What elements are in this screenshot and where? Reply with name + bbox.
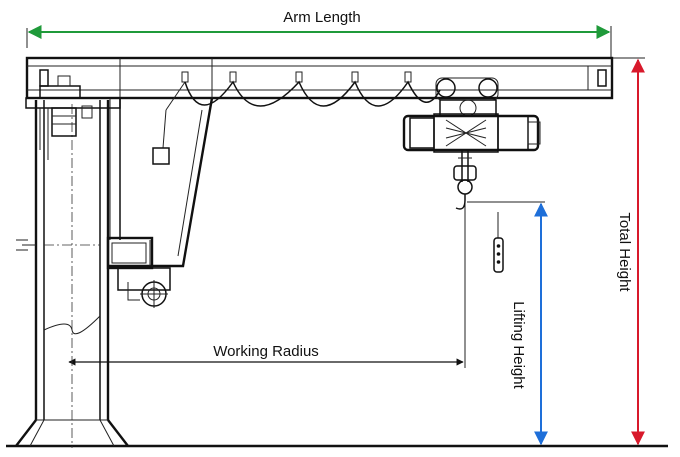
lifting-height-dimension: Lifting Height <box>467 201 548 446</box>
lifting-height-label: Lifting Height <box>510 301 527 389</box>
working-radius-dimension: Working Radius <box>68 202 466 368</box>
arm-length-label: Arm Length <box>283 9 361 26</box>
electric-hoist <box>402 77 541 210</box>
column-pillar <box>15 75 129 448</box>
festoon-cable <box>152 71 441 165</box>
arm-length-dimension: Arm Length <box>26 9 612 58</box>
total-height-dimension: Total Height <box>612 57 645 446</box>
slewing-drive <box>106 236 171 308</box>
arm-support-bracket <box>108 97 214 268</box>
total-height-label: Total Height <box>616 212 633 292</box>
pendant-controller <box>493 212 504 273</box>
working-radius-label: Working Radius <box>213 343 319 360</box>
jib-arm <box>25 56 614 100</box>
